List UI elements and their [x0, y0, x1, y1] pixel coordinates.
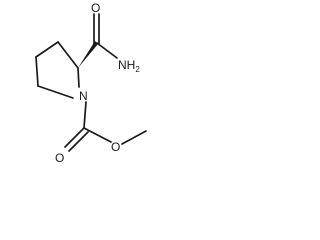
stereo-wedge-bond: [78, 41, 98, 68]
atom-label-carbonyl-oxygen: O: [91, 1, 100, 15]
bond-ring-n-c5: [37, 85, 74, 99]
bond-ring-c3-c2: [57, 41, 79, 69]
bond-n-carbamate: [83, 101, 87, 129]
chemical-structure: O NH2 N O O: [35, 1, 147, 165]
bond-carbamate-co-b: [68, 131, 89, 152]
atom-label-amide-nitrogen: NH2: [118, 58, 140, 74]
bond-o-methyl: [121, 130, 147, 145]
bond-ring-c2-n: [77, 67, 80, 88]
atom-label-ester-oxygen: O: [111, 140, 120, 154]
bond-carbamate-o: [83, 127, 112, 143]
bond-carbamate-co-a: [64, 127, 85, 148]
structure-canvas: O NH2 N O O: [0, 0, 176, 184]
atom-label-ring-nitrogen: N: [79, 89, 88, 103]
atom-label-carbamate-oxygen: O: [55, 151, 64, 165]
bond-amide-cn: [96, 42, 118, 59]
amide-nh: NH: [118, 58, 135, 72]
bond-ring-c4-c3: [35, 41, 59, 58]
bond-ring-c5-c4: [35, 56, 39, 87]
amide-nh-subscript: 2: [135, 65, 140, 74]
